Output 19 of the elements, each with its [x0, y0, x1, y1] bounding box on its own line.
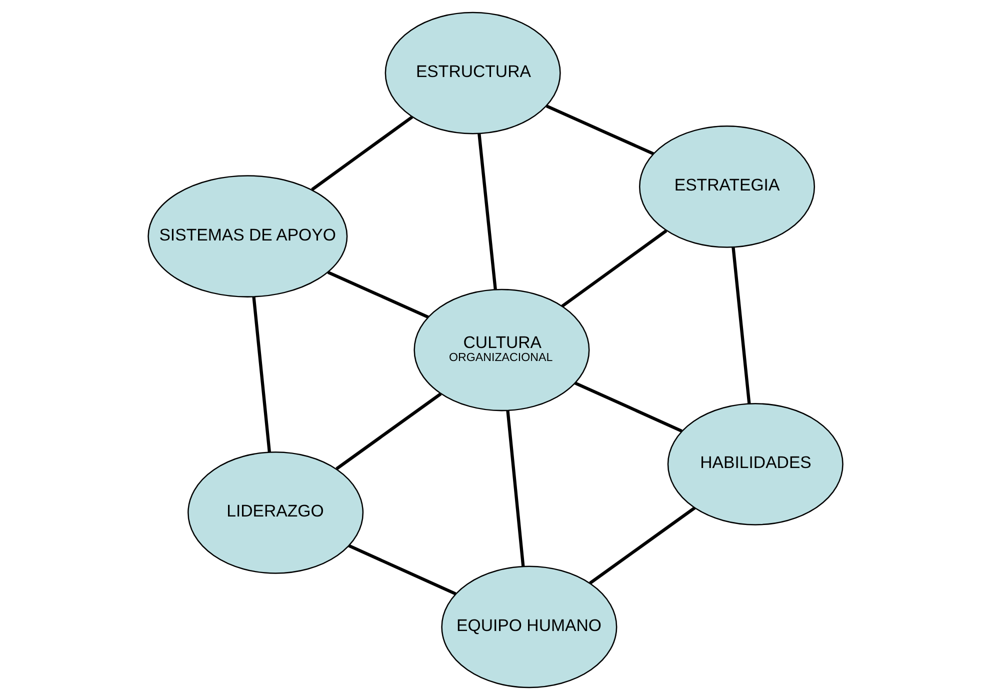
connector [326, 270, 428, 319]
node-ellipse: HABILIDADES [666, 403, 843, 526]
node-ellipse: LIDERAZGO [187, 452, 364, 574]
connector [252, 296, 271, 452]
connector [310, 116, 413, 191]
node-ellipse: ESTRATEGIA [638, 126, 815, 248]
node-ellipse: EQUIPO HUMANO [440, 566, 617, 688]
connector [545, 104, 654, 156]
connector [477, 133, 496, 290]
connector [348, 544, 456, 596]
connector [731, 247, 750, 404]
connector [588, 506, 696, 584]
connector [574, 382, 682, 432]
node-ellipse: CULTURA ORGANIZACIONAL [413, 288, 590, 412]
connector [506, 410, 524, 566]
node-ellipse: SISTEMAS DE APOYO [147, 175, 348, 298]
connector [560, 229, 667, 308]
node-ellipse: ESTRUCTURA [384, 12, 560, 134]
connector [335, 392, 442, 470]
